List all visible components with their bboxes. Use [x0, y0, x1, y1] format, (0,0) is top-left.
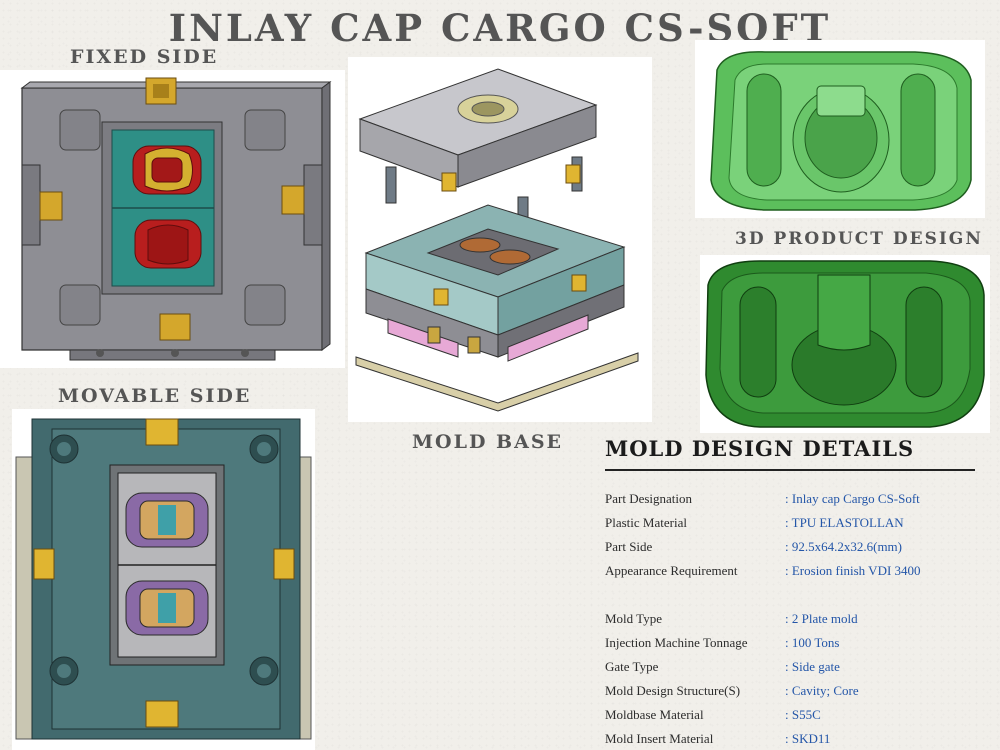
movable-side-image	[12, 409, 315, 750]
fixed-side-image	[0, 70, 345, 368]
product-view-bottom-image	[700, 255, 990, 433]
spec-key: Gate Type	[605, 659, 659, 674]
spec-value: : Cavity; Core	[785, 683, 859, 698]
product-design-label: 3D PRODUCT DESIGN	[735, 229, 983, 249]
spec-row: Injection Machine Tonnage : 100 Tons	[605, 631, 975, 655]
spec-row: Moldbase Material : S55C	[605, 703, 975, 727]
spec-key: Appearance Requirement	[605, 563, 738, 578]
spec-key: Mold Design Structure(S)	[605, 683, 741, 698]
spec-value: : 2 Plate mold	[785, 611, 858, 626]
spec-value: : Erosion finish VDI 3400	[785, 563, 921, 578]
spec-value: : S55C	[785, 707, 821, 722]
spec-row: Part Side : 92.5x64.2x32.6(mm)	[605, 535, 975, 559]
spec-key: Mold Type	[605, 611, 662, 626]
spec-value: : Inlay cap Cargo CS-Soft	[785, 491, 920, 506]
spec-value: : TPU ELASTOLLAN	[785, 515, 904, 530]
spec-value: : 100 Tons	[785, 635, 840, 650]
details-heading: MOLD DESIGN DETAILS	[605, 436, 975, 471]
part-specs: Part Designation : Inlay cap Cargo CS-So…	[605, 487, 975, 583]
spec-row: Mold Design Structure(S) : Cavity; Core	[605, 679, 975, 703]
spec-row: Mold Type : 2 Plate mold	[605, 607, 975, 631]
spec-row: Appearance Requirement : Erosion finish …	[605, 559, 975, 583]
spec-key: Part Designation	[605, 491, 693, 506]
spec-row: Part Designation : Inlay cap Cargo CS-So…	[605, 487, 975, 511]
spec-key: Moldbase Material	[605, 707, 704, 722]
mold-specs: Mold Type : 2 Plate mold Injection Machi…	[605, 607, 975, 750]
spec-value: : SKD11	[785, 731, 831, 746]
spec-row: Mold Insert Material : SKD11	[605, 727, 975, 750]
mold-base-image	[348, 57, 652, 422]
mold-base-label: MOLD BASE	[412, 431, 564, 453]
spec-key: Plastic Material	[605, 515, 687, 530]
spec-row: Gate Type : Side gate	[605, 655, 975, 679]
spec-key: Mold Insert Material	[605, 731, 714, 746]
spec-row: Plastic Material : TPU ELASTOLLAN	[605, 511, 975, 535]
fixed-side-label: FIXED SIDE	[70, 46, 219, 68]
spec-key: Injection Machine Tonnage	[605, 635, 748, 650]
spec-value: : 92.5x64.2x32.6(mm)	[785, 539, 902, 554]
movable-side-label: MOVABLE SIDE	[58, 385, 252, 407]
spec-key: Part Side	[605, 539, 653, 554]
spec-value: : Side gate	[785, 659, 840, 674]
product-view-top-image	[695, 40, 985, 218]
mold-design-details: MOLD DESIGN DETAILS Part Designation : I…	[605, 436, 975, 750]
